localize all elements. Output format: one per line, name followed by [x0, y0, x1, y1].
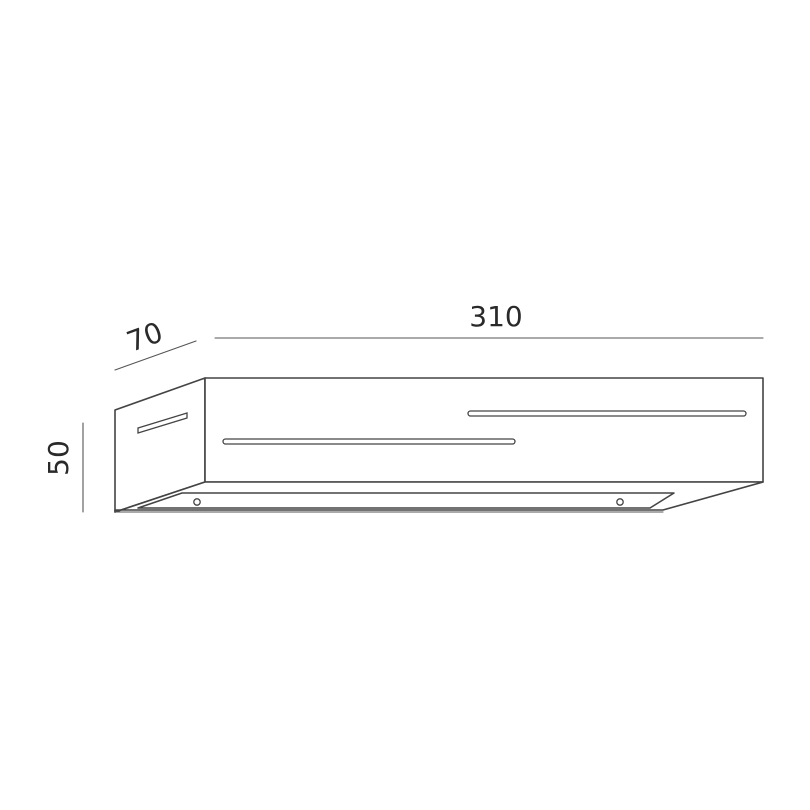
depth-dimension-label: 70 — [122, 315, 167, 358]
front-slot-upper — [467, 410, 747, 417]
width-dimension-label: 310 — [469, 300, 522, 333]
bottom-mount-recess — [137, 492, 675, 509]
fixture-front-face — [204, 377, 764, 483]
end-face-slot — [137, 412, 188, 434]
screw-hole-left — [193, 498, 201, 506]
height-dimension-label: 50 — [42, 440, 75, 476]
front-slot-lower — [222, 438, 516, 445]
depth-dimension-line — [114, 340, 197, 371]
screw-hole-right — [616, 498, 624, 506]
